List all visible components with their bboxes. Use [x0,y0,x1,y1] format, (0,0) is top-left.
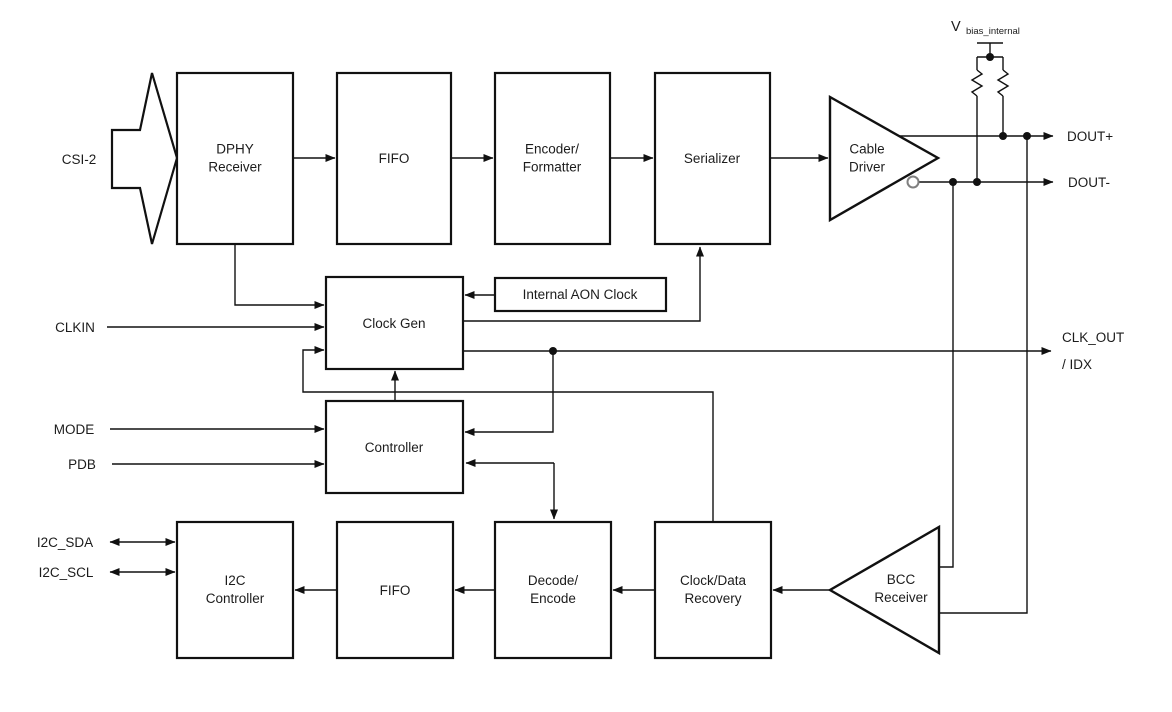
label-cable-driver-2: Driver [849,160,886,175]
junction-dots [549,53,1031,355]
junction-doutplus-resistor [999,132,1007,140]
label-cdr-1: Clock/Data [680,573,747,588]
block-bcc-receiver [827,524,941,656]
label-i2c-2: Controller [206,591,265,606]
label-serializer: Serializer [684,151,741,166]
block-serializer [653,71,772,246]
block-fifo-top [335,71,453,246]
label-i2c-scl: I2C_SCL [39,565,94,580]
label-decode-2: Encode [530,591,576,606]
csi2-input-arrow [110,72,179,245]
label-pdb: PDB [68,457,96,472]
wire-doutplus-to-bcc [940,136,1028,614]
block-internal-aon-clock [493,276,668,313]
label-fifo-bottom: FIFO [380,583,411,598]
label-vbias-subscript: bias_internal [966,26,1020,37]
label-encoder-2: Formatter [523,160,582,175]
block-encoder-formatter [493,71,612,246]
label-fifo-top: FIFO [379,151,410,166]
label-bcc-2: Receiver [874,590,928,605]
junction-doutplus-bcc [1023,132,1031,140]
block-dphy-receiver [175,71,295,246]
label-clock-gen: Clock Gen [362,316,425,331]
wire-clockgen-to-serializer [463,246,704,322]
label-dphy-2: Receiver [208,160,262,175]
label-dphy-1: DPHY [216,142,254,157]
resistor-left-zigzag [970,69,984,97]
label-bcc-1: BCC [887,572,916,587]
label-cdr-2: Recovery [684,591,741,606]
label-encoder-1: Encoder/ [525,142,579,157]
junction-vbias [986,53,994,61]
resistor-right-zigzag [996,69,1010,97]
block-clock-gen [324,275,465,371]
label-cable-driver-1: Cable [849,142,884,157]
block-decode-encode [493,520,613,660]
label-dout-plus: DOUT+ [1067,129,1113,144]
label-controller: Controller [365,440,424,455]
block-fifo-bottom [335,520,455,660]
label-mode: MODE [54,422,95,437]
wire-dphy-to-clockgen [234,244,325,309]
block-cable-driver [828,94,941,223]
label-i2c-sda: I2C_SDA [37,535,93,550]
labels: CSI-2 CLKIN MODE PDB I2C_SDA I2C_SCL DOU… [37,19,1124,606]
junction-clk-branch [549,347,557,355]
signal-wires [107,42,1054,614]
block-i2c-controller [175,520,295,660]
label-i2c-1: I2C [224,573,245,588]
label-csi2: CSI-2 [62,152,97,167]
label-aon-clock: Internal AON Clock [523,287,638,302]
junction-doutminus-resistor [973,178,981,186]
label-clk-out: CLK_OUT [1062,330,1124,345]
wire-clk-branch-to-controller [464,351,554,436]
block-clock-data-recovery [653,520,773,660]
block-controller [324,399,465,495]
inverting-output-bubble [906,175,920,189]
label-idx: / IDX [1062,357,1092,372]
blocks [110,71,941,660]
label-dout-minus: DOUT- [1068,175,1110,190]
label-vbias: V [951,19,961,35]
junction-doutminus-bcc [949,178,957,186]
wire-doutminus-to-bcc [940,182,954,568]
label-decode-1: Decode/ [528,573,579,588]
label-clkin: CLKIN [55,320,95,335]
wire-cdr-to-clockgen-feedback [302,346,714,521]
